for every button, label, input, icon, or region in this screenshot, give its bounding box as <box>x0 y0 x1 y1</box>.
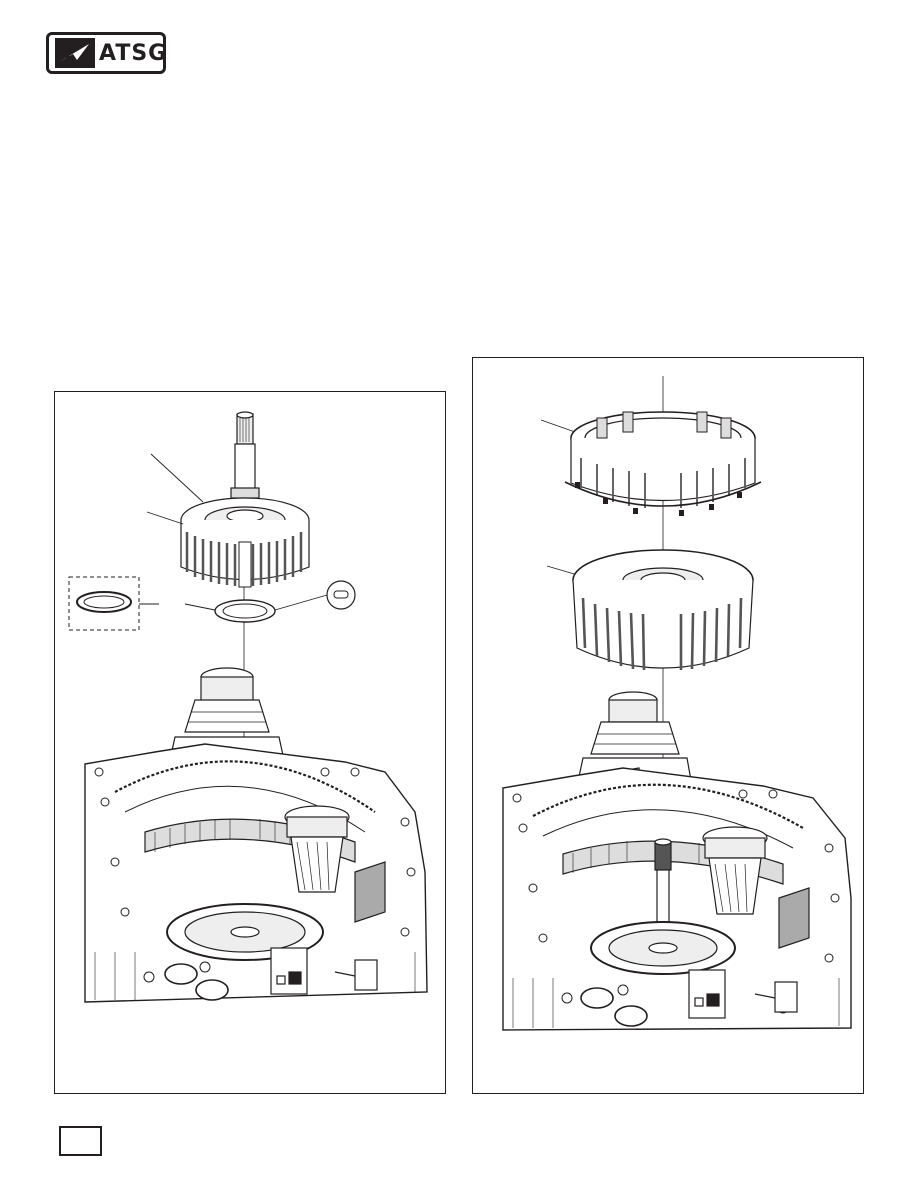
page-number-box <box>59 1126 102 1156</box>
logo-text: ATSG <box>99 40 168 66</box>
plane-icon <box>55 38 95 68</box>
atsg-logo: ATSG <box>46 32 166 74</box>
figure-panel-left <box>54 391 446 1094</box>
figure-panel-right <box>472 357 864 1094</box>
left-assembly-illustration <box>68 411 428 1003</box>
right-assembly-illustration <box>502 376 852 1031</box>
